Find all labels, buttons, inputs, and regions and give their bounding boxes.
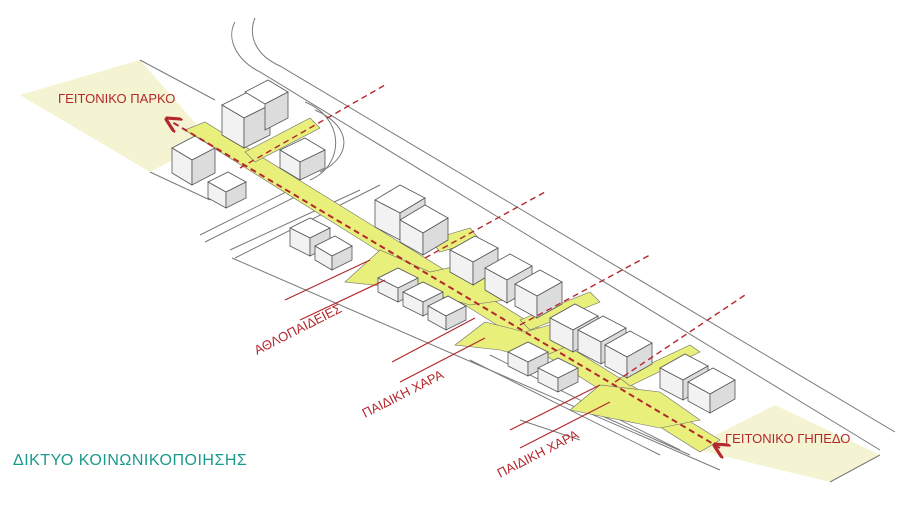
network-branch-3 bbox=[519, 254, 651, 326]
main-network-axis bbox=[172, 122, 720, 448]
sports-label: ΑΘΛΟΠΑΙΔΕΙΕΣ bbox=[252, 301, 344, 358]
network-branch-2 bbox=[424, 191, 546, 259]
playground-label-1: ΠΑΙΔΙΚΗ ΧΑΡΑ bbox=[360, 367, 447, 421]
field-label: ΓΕΙΤΟΝΙΚΟ ΓΗΠΕΔΟ bbox=[725, 431, 850, 446]
playground-label-2: ΠΑΙΔΙΚΗ ΧΑΡΑ bbox=[495, 427, 582, 481]
network-branch-4 bbox=[614, 294, 746, 383]
diagram-caption: ΔΙΚΤΥΟ ΚΟΙΝΩΝΙΚΟΠΟΙΗΣΗΣ bbox=[13, 452, 248, 469]
network-lines bbox=[172, 84, 746, 448]
neighbourhood-field-area bbox=[690, 405, 880, 482]
network-branch-1 bbox=[239, 84, 386, 169]
park-label: ΓΕΙΤΟΝΙΚΟ ΠΑΡΚΟ bbox=[58, 91, 175, 106]
leader-lines bbox=[284, 259, 611, 449]
